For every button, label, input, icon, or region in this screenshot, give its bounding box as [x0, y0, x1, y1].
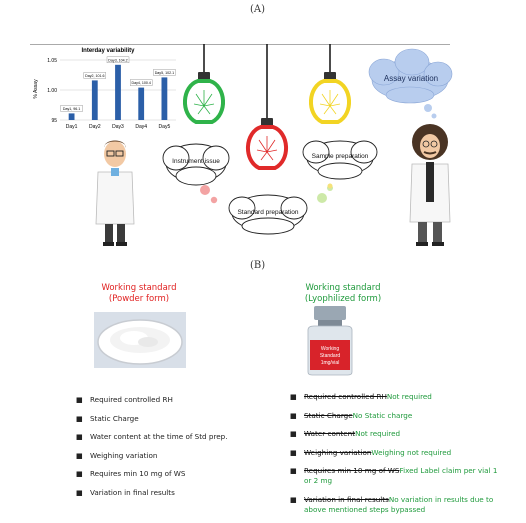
green-note: Weighing not required	[371, 447, 452, 457]
blue-dot-icon	[431, 113, 437, 119]
chart-ytick-label: 95	[51, 118, 57, 124]
green-note: Not required	[386, 392, 432, 401]
lyophilized-title: Working standard (Lyophilized form)	[268, 283, 418, 305]
yellow-dot-icon	[327, 183, 333, 189]
green-dot-icon	[317, 193, 327, 203]
powder-title-line2: (Powder form)	[108, 294, 170, 304]
powder-title: Working standard (Powder form)	[64, 283, 214, 305]
chart-xtick-label: Day1	[66, 124, 78, 130]
lyophilized-title-line1: Working standard	[305, 283, 381, 293]
interday-chart-svg: Interday variability % Assay 951.001.05 …	[33, 48, 176, 130]
chart-bar	[68, 113, 75, 120]
list-item: ■Required controlled RH	[76, 395, 173, 404]
list-item: ■Required controlled RHNot required	[290, 392, 432, 401]
standard-preparation-text: Standard preparation	[237, 209, 299, 216]
chart-bar	[161, 77, 168, 120]
vial-label-line1: Working	[321, 346, 339, 352]
chart-xtick-label: Day2	[89, 124, 101, 130]
list-item: ■Requires min 10 mg of WS	[76, 469, 186, 478]
chart-xtick-label: Day3	[112, 124, 124, 130]
chart-ytick-label: 1.00	[47, 88, 57, 94]
instrument-issue-text: Instrument issue	[172, 158, 220, 165]
bulbs-layer	[162, 44, 453, 235]
chart-ylabel: % Assay	[33, 79, 39, 99]
struck-text: Variation in final results	[304, 494, 389, 504]
powder-bullet-text: Requires min 10 mg of WS	[90, 469, 186, 478]
list-item: ■Weighing variation	[76, 450, 158, 460]
chart-data-label-box	[153, 69, 176, 76]
powder-bullet-text: Variation in final results	[90, 487, 175, 497]
green-note: Fixed Label claim per vial 1 or 2 mg	[304, 466, 498, 485]
struck-text: Weighing variation	[304, 447, 372, 457]
divider-line	[30, 44, 450, 45]
chart-ytick-label: 1.05	[47, 58, 57, 64]
struck-text: Static Charge	[304, 410, 353, 420]
assay-variation-cloud	[368, 48, 453, 104]
list-item: ■Requires min 10 mg of WSFixed Label cla…	[290, 466, 498, 485]
powder-bullet-text: Water content at the time of Std prep.	[90, 432, 228, 441]
green-note: Not required	[355, 429, 401, 438]
chart-data-label-box	[106, 56, 130, 64]
pink-dot-icon	[200, 185, 210, 195]
scientist-left-icon	[95, 140, 135, 246]
chart-xtick-label: Day5	[159, 124, 171, 130]
powder-bullet-text: Required controlled RH	[90, 395, 173, 404]
green-bulb-icon	[183, 72, 225, 124]
panel-a-label: (A)	[250, 4, 266, 15]
powder-bullet-text: Static Charge	[90, 413, 139, 423]
list-item: ■Variation in final results	[76, 487, 175, 497]
chart-bar	[91, 80, 98, 120]
list-item: ■Water content at the time of Std prep.	[76, 432, 228, 441]
chart-data-label: Day2, 101.6	[85, 74, 104, 78]
chart-bar	[115, 64, 121, 120]
instrument-issue-cloud	[162, 143, 230, 186]
assay-variation-text: Assay variation	[383, 74, 439, 83]
yellow-bulb-icon	[309, 72, 351, 124]
struck-text: Requires min 10 mg of WS	[304, 466, 400, 475]
list-item: ■Static ChargeNo Static charge	[290, 410, 413, 420]
chart-data-label-box	[60, 105, 83, 112]
blue-dot-icon	[424, 104, 432, 112]
chart-data-label-box	[83, 72, 106, 79]
green-note: No Static charge	[352, 410, 413, 420]
chart-data-label: Day4, 100.4	[132, 81, 151, 85]
list-item: ■Static Charge	[76, 413, 139, 423]
powder-bullet-list: ■Required controlled RH ■Static Charge ■…	[76, 395, 276, 506]
vial-label-line3: 1mg/vial	[321, 360, 340, 366]
pink-dot-icon	[210, 196, 218, 204]
red-bulb-icon	[246, 118, 288, 170]
chart-title: Interday variability	[81, 48, 135, 54]
struck-text: Water content	[304, 429, 356, 438]
sample-preparation-text: Sample preparation	[311, 153, 369, 160]
powder-bullet-text: Weighing variation	[90, 450, 158, 460]
chart-xtick-label: Day4	[135, 124, 147, 130]
chart-data-label: Day1, 96.1	[63, 107, 80, 111]
chart-data-label: Day3, 104.2	[108, 58, 127, 62]
vial-image: Working Standard 1mg/vial	[307, 306, 353, 376]
list-item: ■Water contentNot required	[290, 429, 401, 438]
lyophilized-bullet-list: ■Required controlled RHNot required ■Sta…	[290, 392, 502, 523]
chart-data-label-box	[129, 79, 153, 86]
scientist-right-icon	[409, 124, 451, 246]
vial-label-line2: Standard	[320, 353, 341, 359]
struck-text: Required controlled RH	[304, 392, 387, 401]
list-item: ■Variation in final resultsNo variation …	[290, 494, 494, 514]
chart-data-label: Day5, 102.1	[155, 71, 174, 75]
powder-title-line1: Working standard	[101, 283, 177, 293]
sample-preparation-cloud	[302, 140, 378, 180]
standard-preparation-cloud	[228, 194, 308, 235]
powder-image	[94, 312, 186, 368]
list-item: ■Weighing variationWeighing not required	[290, 447, 452, 457]
lyophilized-title-line2: (Lyophilized form)	[304, 294, 382, 304]
panel-b-label: (B)	[250, 260, 266, 271]
chart-bar	[138, 87, 145, 120]
